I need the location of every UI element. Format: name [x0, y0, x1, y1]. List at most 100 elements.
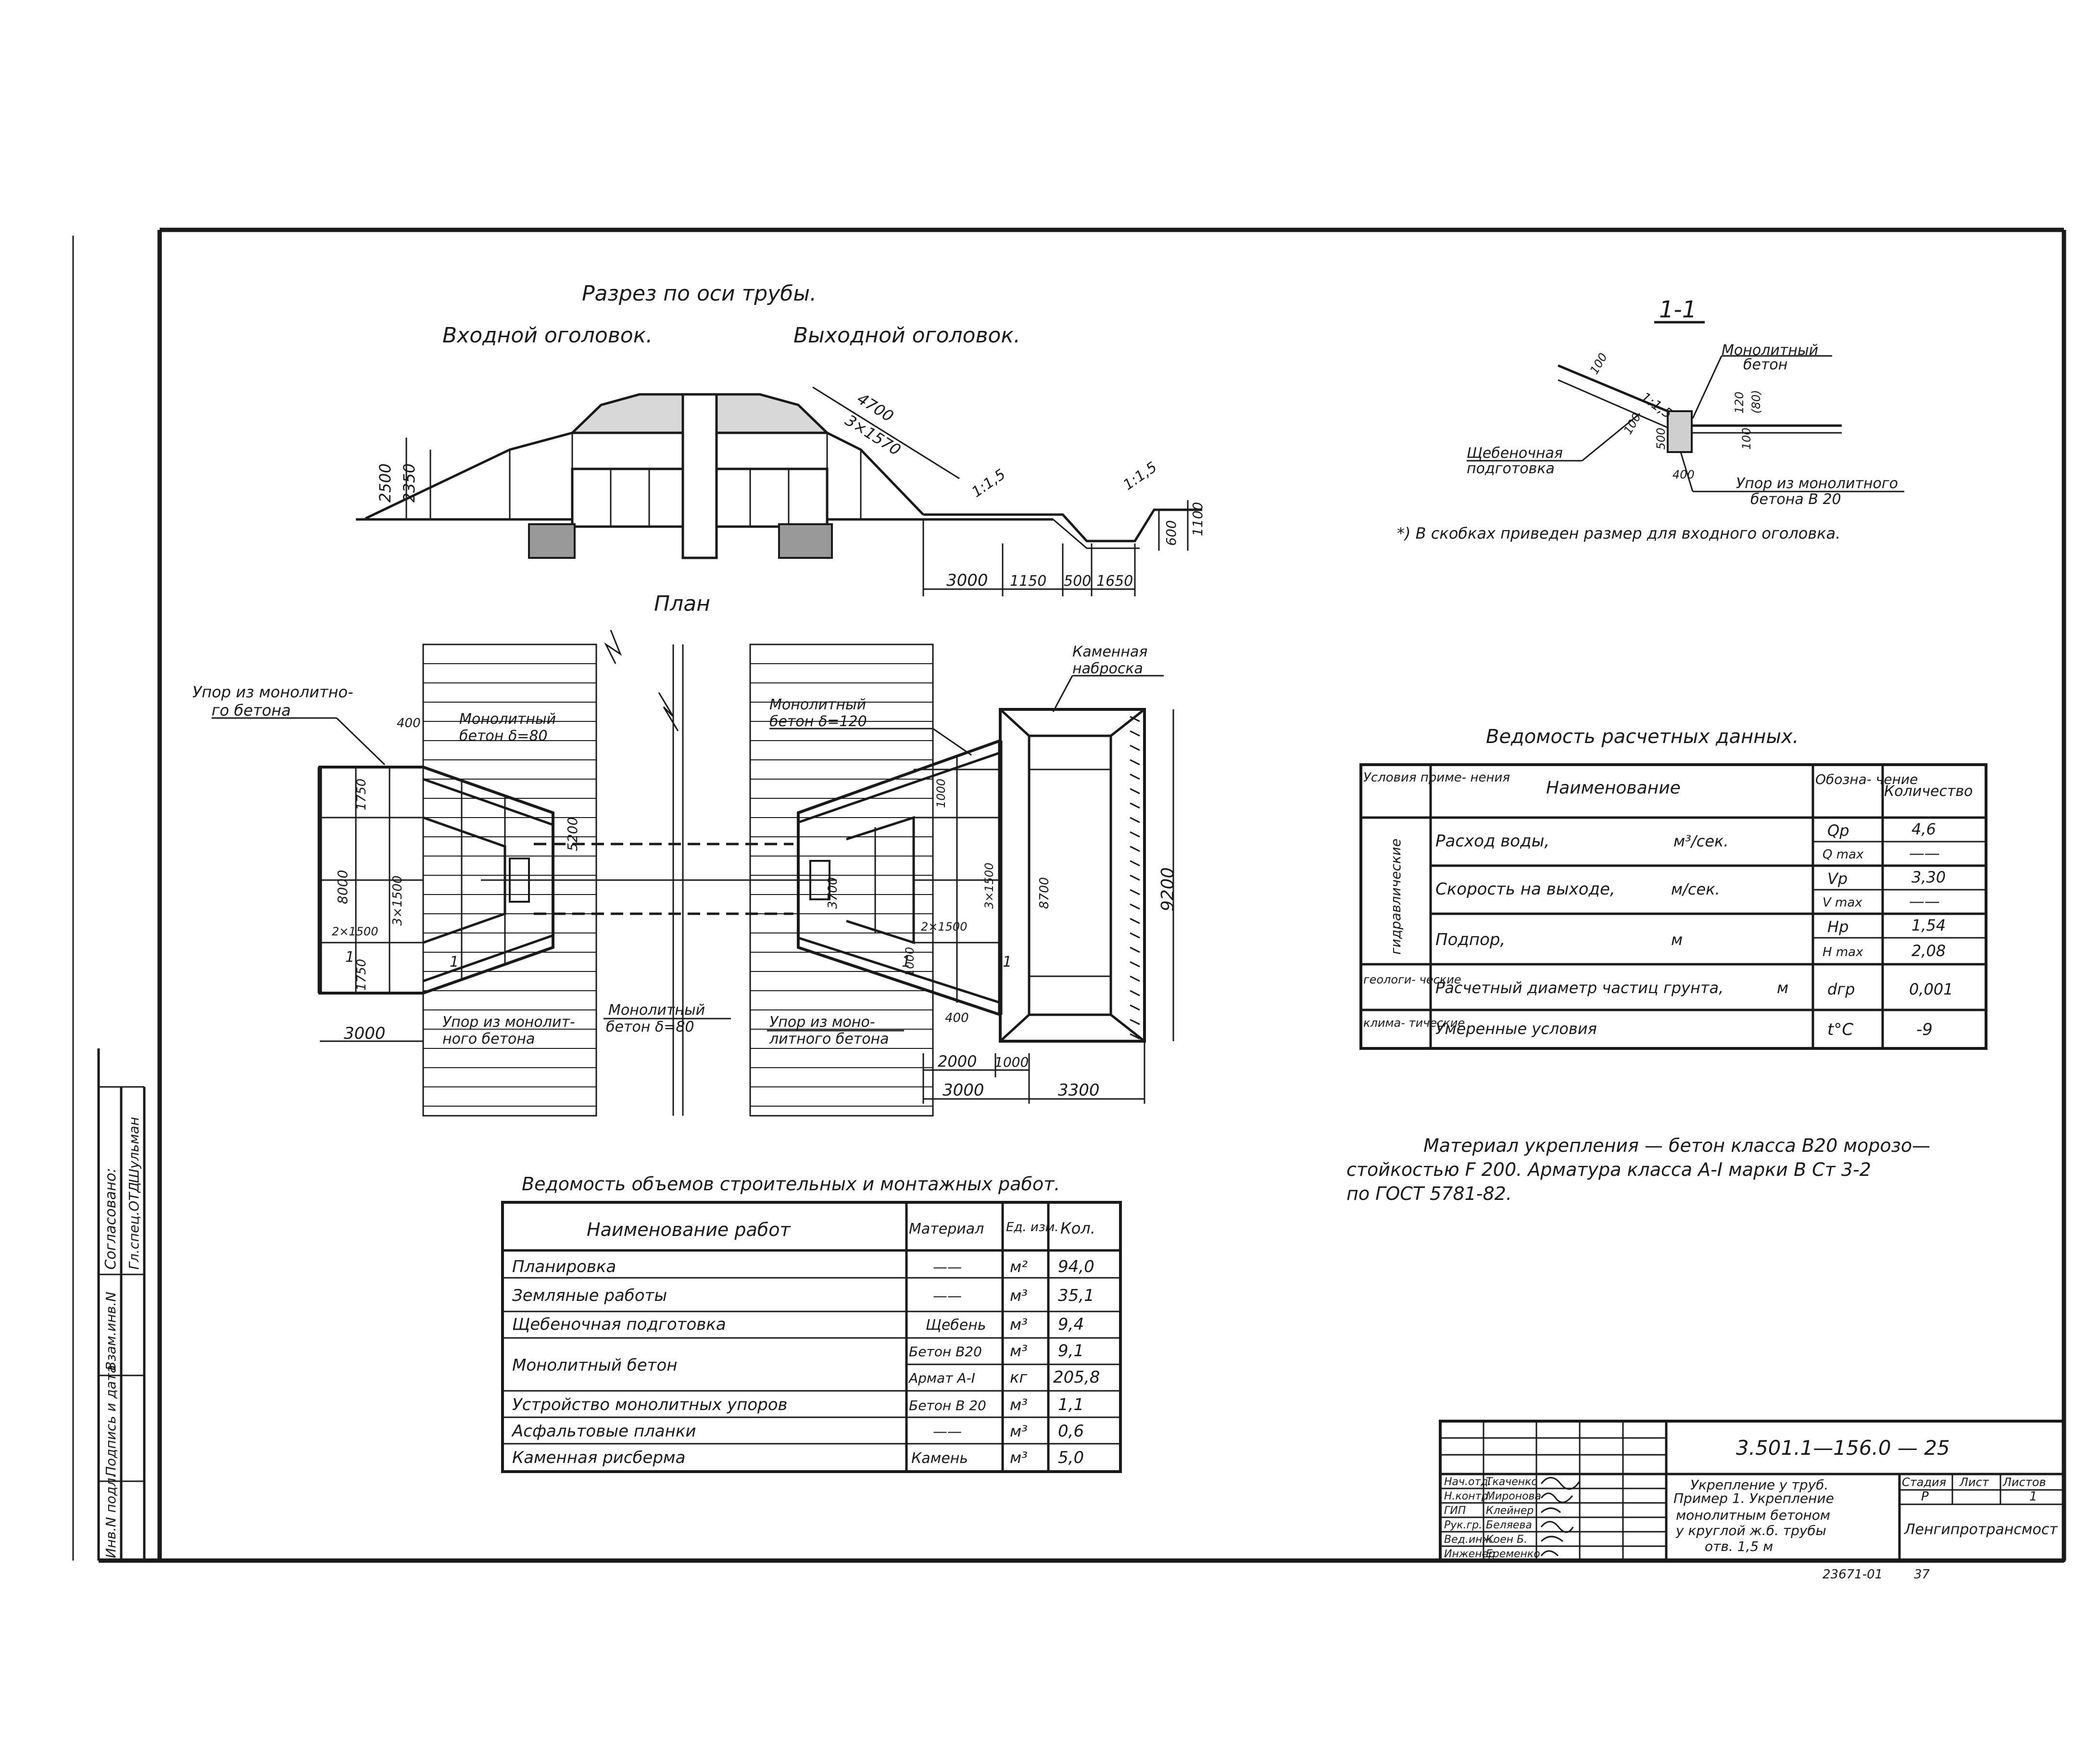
- works-r5-mat: Бетон В 20: [909, 1398, 986, 1413]
- plan-rock-a: Каменная: [1072, 643, 1147, 660]
- plan-monolith80c-b: бетон δ=80: [606, 1019, 694, 1035]
- plan-dim-3300: 3300: [1058, 1081, 1100, 1100]
- plan-stop-bottom2-a: Упор из моно-: [769, 1014, 875, 1031]
- calc-r6-sym: dгр: [1827, 980, 1855, 998]
- dim-500: 500: [1064, 573, 1091, 590]
- s11-dim-100a: 100: [1587, 351, 1610, 377]
- calc-table-title: Ведомость расчетных данных.: [1486, 726, 1798, 748]
- s11-gravel-label: Щебеночная: [1467, 445, 1563, 462]
- sign-date-label: Подпись и дата: [103, 1365, 119, 1476]
- works-h-mat: Материал: [909, 1221, 984, 1237]
- calc-r7-val: -9: [1916, 1020, 1933, 1039]
- s11-dim-100b: 100: [1621, 411, 1644, 437]
- calc-h-name: Наименование: [1546, 778, 1681, 798]
- plan-dim-1000c: 1000: [994, 1054, 1029, 1070]
- calc-h-cond: Условия приме- нения: [1363, 770, 1510, 785]
- works-r4-qty: 205,8: [1053, 1368, 1100, 1387]
- plan-dim-1750b: 1750: [354, 959, 369, 991]
- dim-3x1570: 3×1570: [842, 411, 904, 459]
- plan-dim-400a: 400: [397, 716, 421, 731]
- works-r4-mat: Армат А-I: [908, 1370, 975, 1386]
- calc-r0-name: Расход воды,: [1435, 832, 1549, 851]
- works-r4-unit: кг: [1010, 1368, 1027, 1386]
- plan-monolith80c-a: Монолитный: [608, 1002, 705, 1019]
- plan-stop-label: Упор из монолитно-: [192, 683, 353, 701]
- s11-stop-label2: бетона В 20: [1750, 491, 1841, 508]
- s11-gravel-label2: подготовка: [1467, 460, 1555, 477]
- works-r6-qty: 0,6: [1058, 1422, 1084, 1441]
- dim-1150: 1150: [1010, 573, 1046, 590]
- longitudinal-section: Разрез по оси трубы. Входной оголовок. В…: [356, 281, 1206, 596]
- works-r5-unit: м³: [1010, 1396, 1028, 1414]
- works-r7-name: Каменная рисберма: [512, 1448, 685, 1467]
- calc-data-table: Ведомость расчетных данных. Условия прим…: [1359, 726, 1987, 1050]
- chief-spec-label: Гл.спец.ОТД: [126, 1182, 142, 1270]
- name-4: Коен Б.: [1486, 1534, 1527, 1546]
- calc-r3-sym: V max: [1823, 895, 1862, 910]
- sheet-title-2: Пример 1. Укрепление: [1673, 1490, 1834, 1506]
- works-r3-qty: 9,1: [1058, 1341, 1084, 1361]
- role-4: Вед.инж.: [1444, 1534, 1495, 1546]
- name-1: Миронова: [1486, 1490, 1541, 1502]
- name-2: Клейнер: [1486, 1505, 1534, 1517]
- works-r5-qty: 1,1: [1058, 1395, 1084, 1414]
- s11-dim-400: 400: [1672, 468, 1695, 481]
- plan-stop-label2: го бетона: [212, 701, 291, 719]
- outlet-title: Выходной оголовок.: [793, 323, 1020, 348]
- plan-monolith80-a: Монолитный: [459, 711, 556, 728]
- calc-r6-val: 0,001: [1909, 980, 1953, 998]
- archive-number: 23671-01: [1823, 1567, 1883, 1582]
- works-r7-qty: 5,0: [1058, 1448, 1084, 1467]
- section-1-1-title: 1-1: [1659, 296, 1697, 323]
- s11-stop-label: Упор из монолитного: [1736, 475, 1898, 492]
- section-title: Разрез по оси трубы.: [582, 281, 817, 306]
- dim-1650: 1650: [1096, 573, 1133, 590]
- inlet-slope: [365, 431, 573, 520]
- works-r0-name: Планировка: [512, 1257, 616, 1276]
- calc-h-sym: Обозна- чение: [1815, 771, 1918, 787]
- plan-title: План: [654, 592, 710, 616]
- works-r6-unit: м³: [1010, 1422, 1028, 1440]
- works-r0-qty: 94,0: [1058, 1257, 1094, 1276]
- sheet-title-3: монолитным бетоном: [1676, 1507, 1830, 1523]
- works-r2-unit: м³: [1010, 1315, 1028, 1334]
- plan-dim-1000b: 1000: [903, 947, 917, 976]
- orig-inv-label: Инв.N подл.: [103, 1474, 119, 1558]
- works-r1-mat: ——: [933, 1288, 962, 1305]
- calc-r2-val: 3,30: [1911, 868, 1946, 886]
- works-r3-name: Монолитный бетон: [512, 1356, 678, 1375]
- sheets-header: Листов: [2002, 1475, 2046, 1489]
- works-r2-mat: Щебень: [926, 1317, 986, 1334]
- plan-cut-1b: 1: [450, 954, 459, 971]
- sheet-title-1: Укрепление у труб.: [1690, 1477, 1828, 1493]
- material-note: Материал укрепления — бетон класса В20 м…: [1346, 1135, 1930, 1204]
- calc-group-geo: геологи- ческие: [1363, 973, 1461, 986]
- calc-r3-val: ——: [1909, 892, 1940, 910]
- plan-stop-bottom2-b: литного бетона: [769, 1031, 889, 1047]
- material-note-l2: стойкостью F 200. Арматура класса А-I ма…: [1346, 1159, 1871, 1180]
- works-table: Ведомость объемов строительных и монтажн…: [501, 1173, 1122, 1473]
- works-r7-unit: м³: [1010, 1449, 1028, 1467]
- s11-monolith-label: Монолитный: [1722, 342, 1818, 359]
- s11-dim-100c: 100: [1740, 428, 1753, 450]
- sheets-value: 1: [2029, 1489, 2037, 1504]
- dim-2350: 2350: [400, 464, 418, 503]
- name-3: Беляева: [1486, 1519, 1532, 1531]
- plan-dim-1750: 1750: [354, 779, 369, 810]
- s11-monolith-label2: бетон: [1743, 356, 1787, 373]
- calc-r7-name: Умеренные условия: [1435, 1020, 1597, 1038]
- dim-600: 600: [1163, 520, 1179, 546]
- works-table-title: Ведомость объемов строительных и монтажн…: [522, 1173, 1060, 1195]
- page-number: 37: [1914, 1567, 1930, 1582]
- slope-ratio-2: 1:1,5: [1120, 459, 1160, 494]
- calc-r4-sym: Hр: [1827, 918, 1849, 936]
- replaced-inv-label: Взам.инв.N: [103, 1292, 119, 1371]
- sheet-title-4: у круглой ж.б. трубы: [1675, 1523, 1826, 1538]
- role-0: Нач.отд.: [1444, 1476, 1492, 1488]
- works-r6-mat: ——: [933, 1424, 962, 1440]
- calc-group-clim: клима- тические: [1363, 1016, 1465, 1030]
- plan-dim-3x1500b: 3×1500: [982, 863, 996, 909]
- works-r0-unit: м²: [1010, 1258, 1028, 1276]
- calc-r5-val: 2,08: [1911, 942, 1946, 960]
- calc-r6-name: Расчетный диаметр частиц грунта,: [1435, 979, 1723, 997]
